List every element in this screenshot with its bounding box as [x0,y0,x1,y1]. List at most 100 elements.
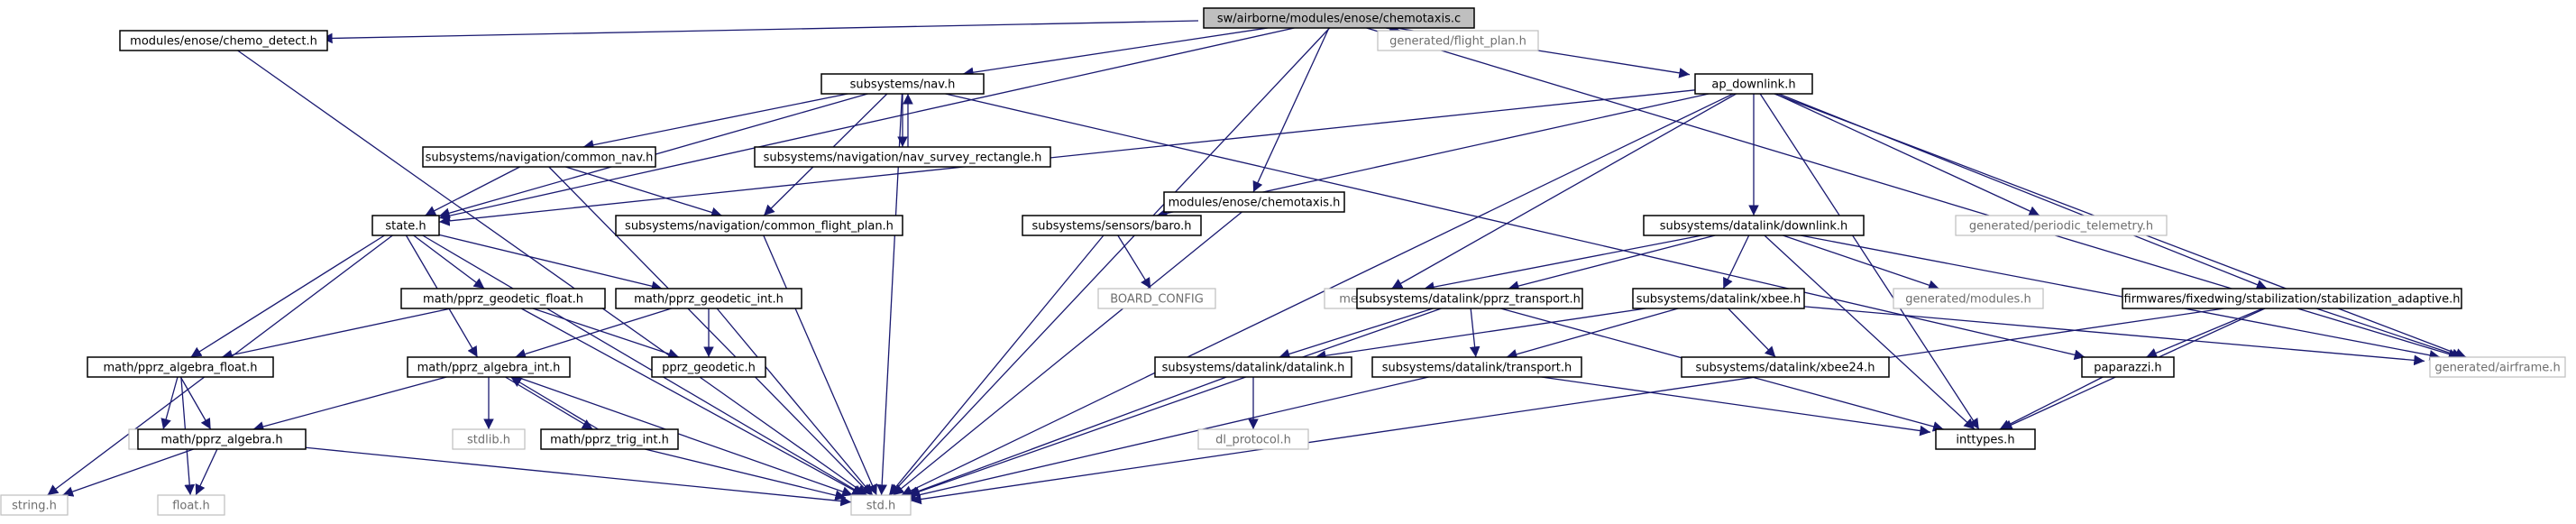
node-box [820,73,985,95]
node-box [754,146,1051,168]
edge-trig_int-to-std [645,448,847,501]
node-label: firmwares/fixedwing/stabilization/stabil… [2124,293,2461,307]
node-box [1681,356,1890,378]
edge-stab_adaptive-to-airframe [2315,308,2463,359]
node-stab-adaptive[interactable]: firmwares/fixedwing/stabilization/stabil… [2122,288,2462,309]
node-box [1154,356,1352,378]
node-label: math/pprz_algebra_int.h [417,362,561,375]
edge-chemotaxis_h-to-std [893,211,1242,496]
edge-algebra_float-to-algebra [179,376,212,430]
edge-downlink-to-messages [1423,234,1702,292]
node-box [615,288,802,309]
node-label: subsystems/sensors/baro.h [1031,220,1191,234]
node-label: generated/periodic_telemetry.h [1969,220,2153,234]
node-common-flight-plan[interactable]: subsystems/navigation/common_flight_plan… [615,215,903,236]
node-label: generated/airframe.h [2434,362,2560,375]
node-chemotaxis-h[interactable]: modules/enose/chemotaxis.h [1163,191,1345,213]
node-root[interactable]: sw/airborne/modules/enose/chemotaxis.c [1203,7,1475,29]
node-transport[interactable]: subsystems/datalink/transport.h [1371,356,1582,378]
node-box [1955,215,2168,236]
edge-root-to-std [889,27,1331,496]
node-chemo-detect[interactable]: modules/enose/chemo_detect.h [119,30,328,51]
node-geodetic-float[interactable]: math/pprz_geodetic_float.h [400,288,606,309]
edge-xbee-to-xbee24 [1728,308,1776,358]
edge-algebra-to-std [305,446,852,507]
node-ap-downlink[interactable]: ap_downlink.h [1694,73,1813,95]
node-box [1163,191,1345,213]
edge-nav-to-paparazzi [945,93,2086,361]
edge-xbee-to-airframe [1798,305,2425,366]
edge-root-to-nav [962,27,1269,78]
node-stdlib: stdlib.h [452,428,526,450]
node-trig-int[interactable]: math/pprz_trig_int.h [540,428,679,450]
node-box [400,288,606,309]
node-common-nav[interactable]: subsystems/navigation/common_nav.h [422,146,656,168]
edge-datalink-to-std [907,376,1227,497]
node-label: subsystems/datalink/xbee24.h [1696,362,1875,375]
node-xbee24[interactable]: subsystems/datalink/xbee24.h [1681,356,1890,378]
node-box [2122,288,2462,309]
node-label: math/pprz_geodetic_float.h [423,293,583,307]
node-box [1893,288,2044,309]
node-flight-plan: generated/flight_plan.h [1377,30,1539,51]
node-label: generated/flight_plan.h [1389,35,1526,49]
edge-ap_downlink-to-inttypes [1759,93,1980,430]
node-airframe: generated/airframe.h [2429,356,2566,378]
node-box [651,356,766,378]
edge-nav-to-common_nav [582,93,848,151]
edge-downlink-to-pprz_transport [1508,234,1716,291]
node-box [1371,356,1582,378]
node-box [540,428,679,450]
node-label: math/pprz_algebra.h [160,434,282,447]
node-baro[interactable]: subsystems/sensors/baro.h [1022,215,1202,236]
edge-xbee-to-datalink [1315,308,1646,362]
edge-downlink-to-airframe [1800,234,2441,361]
node-paparazzi[interactable]: paparazzi.h [2081,356,2175,378]
edge-baro-to-std [888,234,1105,496]
node-label: math/pprz_trig_int.h [550,434,669,447]
node-nav-survey[interactable]: subsystems/navigation/nav_survey_rectang… [754,146,1051,168]
edge-ap_downlink-to-std [901,93,1734,496]
node-baro-config: BOARD_CONFIG [1097,288,1216,309]
edge-geodetic_float-to-pprz_geodetic [532,308,680,359]
node-label: subsystems/navigation/common_flight_plan… [625,220,894,234]
edge-geodetic_float-to-algebra_float [221,308,452,361]
node-modules-gen: generated/modules.h [1893,288,2044,309]
node-box [87,356,274,378]
edge-common_flight_plan-to-std [763,234,877,496]
node-algebra[interactable]: math/pprz_algebra.h [137,428,307,450]
edge-paparazzi-to-inttypes [1999,376,2104,430]
node-label: modules/enose/chemotaxis.h [1169,197,1341,210]
node-box [1632,288,1805,309]
edge-downlink-to-modules_gen [1783,234,1939,290]
edge-pprz_transport-to-transport [1469,308,1481,358]
node-label: subsystems/navigation/nav_survey_rectang… [764,152,1042,165]
node-xbee[interactable]: subsystems/datalink/xbee.h [1632,288,1805,309]
edge-stab_adaptive-to-paparazzi [2146,308,2263,358]
node-label: subsystems/datalink/downlink.h [1660,220,1848,234]
node-box [422,146,656,168]
node-label: subsystems/datalink/xbee.h [1636,293,1801,307]
node-layer: sw/airborne/modules/enose/chemotaxis.c mo… [0,7,2566,516]
node-datalink[interactable]: subsystems/datalink/datalink.h [1154,356,1352,378]
node-pprz-geodetic[interactable]: pprz_geodetic.h [651,356,766,378]
node-algebra-int[interactable]: math/pprz_algebra_int.h [407,356,571,378]
node-geodetic-int[interactable]: math/pprz_geodetic_int.h [615,288,802,309]
node-label: string.h [12,500,57,513]
node-box [1377,30,1539,51]
node-nav[interactable]: subsystems/nav.h [820,73,985,95]
edge-common_nav-to-common_flight_plan [565,166,722,218]
node-string: string.h [0,494,69,516]
node-box [1694,73,1813,95]
node-label: modules/enose/chemo_detect.h [130,35,317,49]
node-inttypes[interactable]: inttypes.h [1935,428,2036,450]
node-pprz-transport[interactable]: subsystems/datalink/pprz_transport.h [1356,288,1583,309]
edge-state-to-geodetic_float [413,234,485,290]
node-label: pprz_geodetic.h [662,362,756,375]
node-downlink[interactable]: subsystems/datalink/downlink.h [1643,215,1865,236]
edge-root-to-chemotaxis_h [1252,27,1330,193]
node-algebra-float[interactable]: math/pprz_algebra_float.h [87,356,274,378]
node-state[interactable]: state.h [371,215,440,236]
node-box [2081,356,2175,378]
